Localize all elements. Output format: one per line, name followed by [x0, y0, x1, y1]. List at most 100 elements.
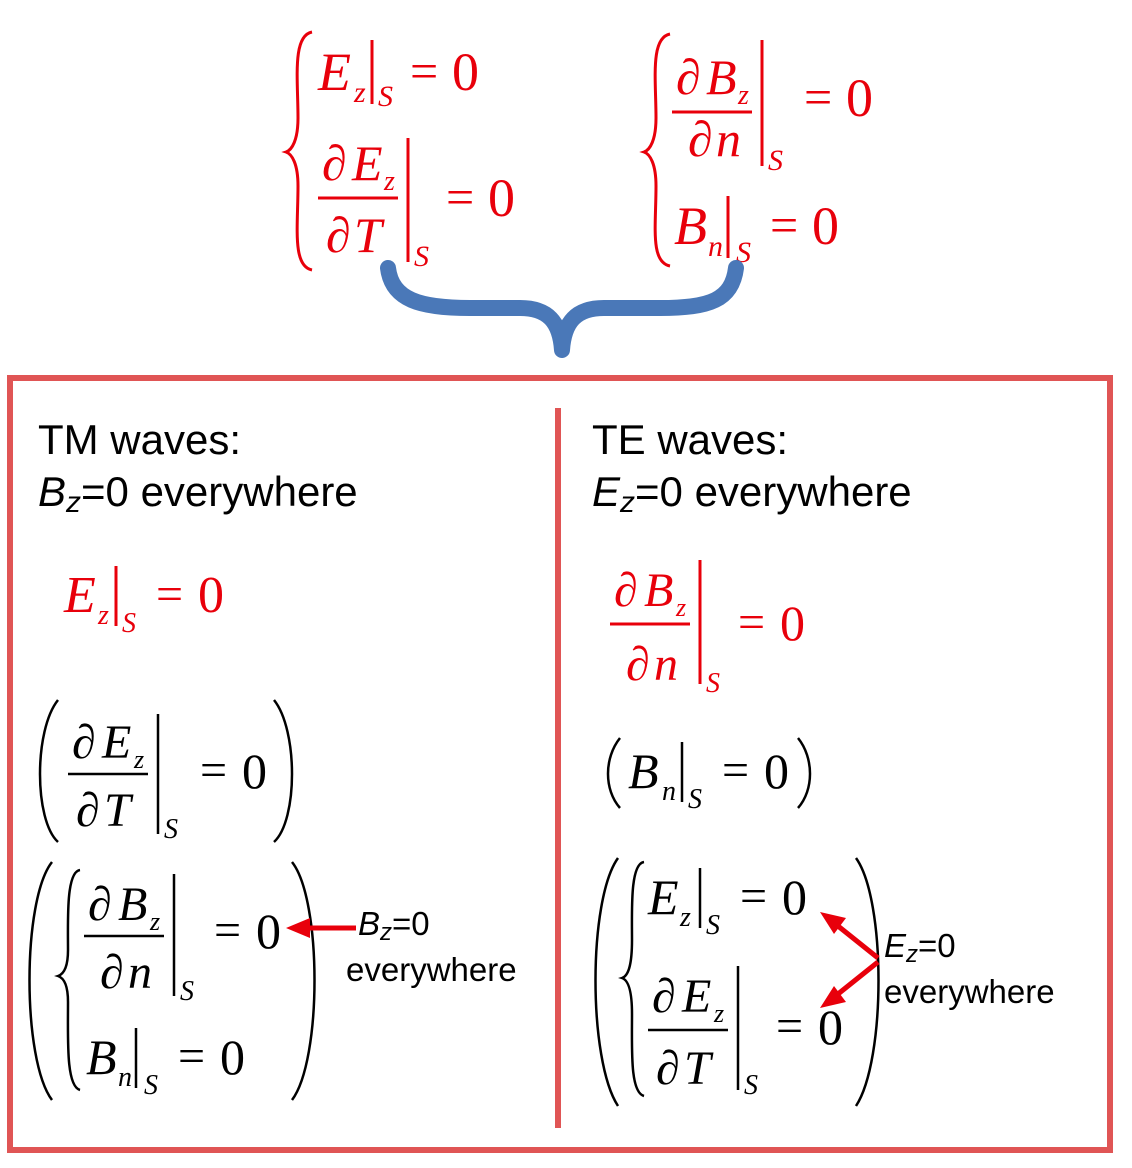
tm-eq-dbz-sub: z [149, 907, 160, 936]
top-left-eq2-zero: 0 [488, 168, 515, 228]
te-eq-ez-S: S [706, 910, 720, 941]
tm-cond-var: B [38, 468, 67, 515]
tm-title: TM waves: [38, 416, 242, 463]
te-eq-dbz-n: n [654, 638, 678, 691]
top-right-eq1-S: S [768, 144, 783, 177]
te-eq-dez-T: T [684, 1042, 714, 1095]
tm-condition: Bz=0 everywhere [38, 466, 358, 518]
combine-brace [380, 260, 744, 358]
te-eq-dbz-zero: 0 [780, 595, 805, 651]
te-note-var: E [884, 927, 907, 964]
top-left-eq2-partial: ∂ [322, 135, 347, 191]
top-right-eq1-dpartial: ∂ [688, 111, 713, 167]
te-eq-bn: B n S = 0 [606, 737, 812, 815]
tm-arrow [286, 918, 356, 938]
te-eq-dbz-sub: z [675, 593, 686, 622]
te-note-line1: Ez=0 [884, 924, 956, 968]
tm-eq-ez-S: S [122, 608, 136, 639]
te-cond-rest: =0 everywhere [635, 468, 912, 515]
te-condition: Ez=0 everywhere [592, 466, 912, 518]
tm-note-sub: z [380, 919, 393, 946]
te-eq-dez-dpartial: ∂ [656, 1042, 680, 1095]
top-left-eq2-var: E [351, 135, 383, 191]
top-right-eq1-partial: ∂ [676, 49, 701, 105]
te-title: TE waves: [592, 416, 789, 463]
tm-cond-rest: =0 everywhere [81, 468, 358, 515]
tm-eq-bn-zero: 0 [220, 1029, 245, 1085]
tm-eq-dbz-partial: ∂ [88, 878, 112, 931]
te-eq-ez-eq: = [740, 870, 767, 923]
tm-eq-dez-sub: z [133, 745, 144, 774]
te-eq-bn-var: B [628, 743, 659, 799]
te-eq-dez-partial: ∂ [652, 970, 676, 1023]
top-right-eq2-var: B [674, 196, 707, 256]
te-eq-dez-eq: = [776, 1000, 803, 1053]
tm-eq-ez-zero: 0 [198, 567, 224, 624]
top-right-eq2-sub: n [708, 230, 723, 263]
top-right-brace [639, 32, 671, 268]
top-left-eq2-sub: z [383, 166, 395, 197]
te-cond-sub: z [620, 486, 636, 519]
top-right-eq2-zero: 0 [812, 196, 839, 256]
tm-cond-sub: z [66, 486, 82, 519]
te-arrows [820, 912, 880, 1008]
top-left-eq2-eq: = [446, 169, 474, 225]
tm-eq-dbz-var: B [118, 878, 147, 931]
te-eq-dbz-eq: = [738, 596, 765, 649]
te-eq-bn-S: S [688, 784, 702, 815]
tm-note-word: everywhere [346, 951, 517, 988]
tm-eq-dbz-dpartial: ∂ [100, 946, 124, 999]
tm-eq-bn-sub: n [118, 1062, 132, 1093]
tm-eq-dbz-n: n [128, 946, 152, 999]
top-left-eq2-T: T [354, 207, 385, 263]
te-note-sub: z [906, 941, 919, 968]
top-right-eq1-n: n [716, 111, 741, 167]
te-note-eq: =0 [918, 927, 956, 964]
tm-note-eq: =0 [392, 905, 430, 942]
te-heading: TE waves: Ez=0 everywhere [592, 414, 912, 518]
tm-note-var: B [358, 905, 381, 942]
tm-eq-ez-sub: z [97, 600, 109, 631]
te-eq-dbz-dpartial: ∂ [626, 638, 650, 691]
tm-eq-dez-var: E [101, 716, 131, 769]
tm-eq-dbz-eq: = [214, 904, 241, 957]
te-eq-dbz: ∂ B z ∂ n S = 0 [610, 560, 805, 699]
tm-eq-b-system: ∂ B z ∂ n S = 0 B n S = 0 [28, 861, 316, 1101]
top-right-eq2-eq: = [770, 197, 798, 253]
te-eq-bn-eq: = [722, 744, 749, 797]
top-right-eq1-sub: z [737, 80, 749, 111]
top-left-eq1-eq: = [410, 43, 438, 99]
top-left-eq1-var: E [317, 42, 351, 102]
te-eq-dbz-S: S [706, 668, 720, 699]
te-eq-ez-var: E [647, 869, 679, 925]
te-eq-bn-sub: n [662, 776, 676, 807]
te-eq-dbz-var: B [644, 564, 673, 617]
top-left-equations: E z S = 0 ∂ E z ∂ T S = 0 [281, 30, 515, 273]
top-right-eq2-S: S [736, 236, 751, 269]
te-eq-dez-S: S [744, 1070, 758, 1101]
tm-eq-dez-eq: = [200, 744, 227, 797]
top-left-eq1-S: S [378, 80, 393, 113]
tm-heading: TM waves: Bz=0 everywhere [38, 414, 358, 518]
te-eq-ez-zero: 0 [782, 869, 807, 925]
top-left-eq1-zero: 0 [452, 42, 479, 102]
top-left-eq2-dpartial: ∂ [326, 207, 351, 263]
top-right-eq1-eq: = [804, 69, 832, 125]
te-eq-dez-zero: 0 [818, 999, 843, 1055]
te-eq-dbz-partial: ∂ [614, 564, 638, 617]
te-eq-bn-zero: 0 [764, 743, 789, 799]
te-eq-dez-var: E [681, 970, 711, 1023]
top-left-eq1-sub: z [353, 76, 366, 109]
tm-eq-bn-var: B [86, 1029, 117, 1085]
te-eq-ez-sub: z [679, 902, 691, 933]
tm-note-line1: Bz=0 [358, 902, 430, 946]
tm-eq-dbz-zero: 0 [256, 903, 281, 959]
te-eq-e-system: E z S = 0 ∂ E z ∂ T S = 0 [594, 857, 880, 1107]
tm-eq-dbz-S: S [180, 976, 194, 1007]
te-cond-var: E [592, 468, 621, 515]
tm-eq-dez-T: T [104, 784, 134, 837]
top-left-eq2-S: S [414, 240, 429, 273]
tm-eq-bn-eq: = [178, 1030, 205, 1083]
summary-box [7, 375, 1113, 1153]
tm-eq-dez: ∂ E z ∂ T S = 0 [38, 699, 294, 845]
